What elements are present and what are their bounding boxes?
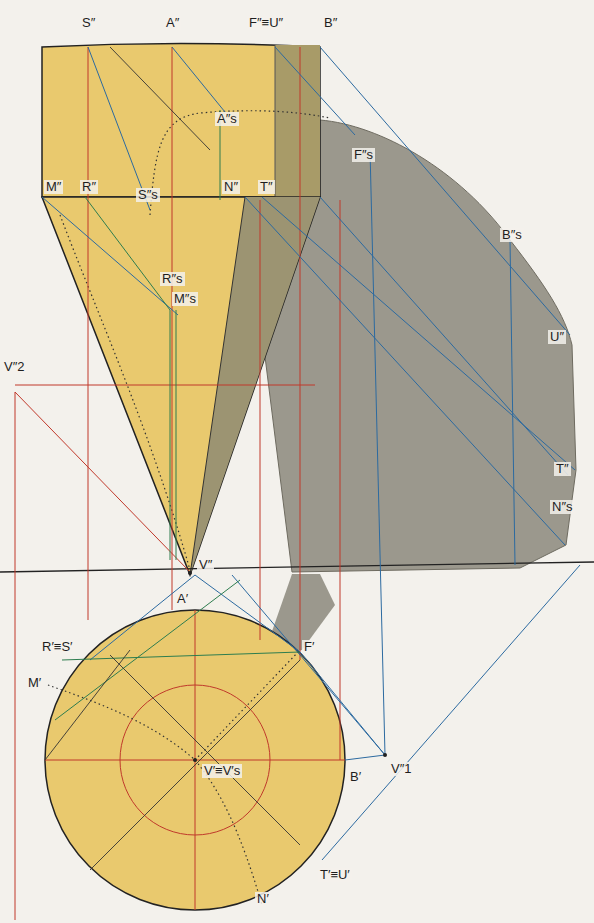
point-label: T″: [554, 462, 571, 476]
cylinder: [42, 44, 320, 198]
point-label: N″: [222, 180, 240, 194]
point-label: S″s: [136, 188, 160, 202]
point-label: R″s: [160, 272, 185, 286]
point-label: F″≡U″: [247, 16, 285, 30]
point-label: V″1: [389, 762, 414, 776]
ground-line: [0, 562, 594, 572]
point-label: F′: [302, 640, 316, 654]
point-label: V″: [197, 558, 214, 572]
point-label: A′: [175, 592, 190, 606]
point-label: R″: [80, 180, 98, 194]
cylinder-shade: [275, 45, 320, 197]
point-label: A″s: [215, 112, 239, 126]
point-label: A″: [164, 16, 181, 30]
point-label: F″s: [352, 148, 375, 162]
point-label: N″s: [550, 500, 575, 514]
point-label: N′: [255, 892, 271, 906]
point-label: R′≡S′: [40, 640, 75, 654]
point-label: U″: [548, 330, 566, 344]
cone: [42, 197, 320, 575]
point-label: T″: [258, 180, 275, 194]
point-label: M′: [26, 676, 43, 690]
point-label: V″2: [2, 360, 27, 374]
point-label: B″: [322, 16, 339, 30]
point-label: B′: [348, 770, 363, 784]
point-label: V′≡V′s: [202, 764, 242, 778]
point-label: M″: [44, 180, 63, 194]
point-label: M″s: [172, 292, 198, 306]
point-label: T′≡U′: [318, 868, 352, 882]
point-label: S″: [80, 16, 97, 30]
point-label: B″s: [500, 228, 524, 242]
